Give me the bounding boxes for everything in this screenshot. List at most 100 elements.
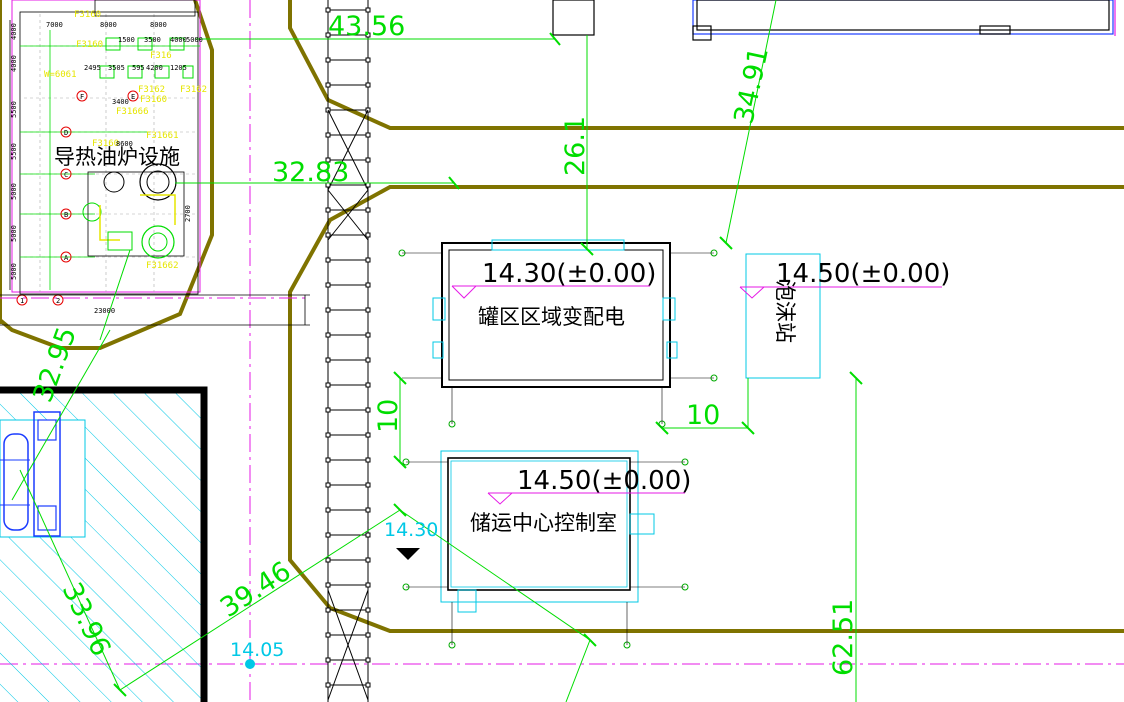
axis-markers	[398, 249, 718, 649]
dim-62-51: 62.51	[828, 599, 859, 676]
rack-node	[325, 257, 331, 263]
tag-2: F3160	[76, 40, 103, 50]
dim-small-13: 3400	[112, 98, 129, 106]
tag-3: F316	[150, 51, 172, 61]
rack-node	[325, 357, 331, 363]
spot-elevation-1405: 14.05	[230, 639, 284, 661]
dim-small-8: 2495	[84, 64, 101, 72]
axis-letter-e: E	[131, 93, 135, 101]
substation-label: 罐区区域变配电	[478, 305, 625, 329]
axis-letter-a: A	[64, 254, 69, 262]
rack-node	[325, 582, 331, 588]
dim-small-12: 1205	[170, 64, 187, 72]
foam-station-building	[739, 253, 942, 379]
rack-node	[365, 257, 371, 263]
dim-small-10: 595	[132, 64, 145, 72]
rack-node	[325, 382, 331, 388]
rack-node	[365, 407, 371, 413]
rack-node	[325, 557, 331, 563]
rack-node	[365, 382, 371, 388]
rack-node	[365, 482, 371, 488]
axis-letter-c: C	[64, 171, 68, 179]
dimension-lines	[11, 0, 863, 702]
rack-node	[365, 157, 371, 163]
dim-small-4: 1500	[118, 36, 135, 44]
tag-8: F31661	[146, 131, 179, 141]
dim-10-horizontal: 10	[686, 400, 720, 431]
spot-markers	[245, 548, 420, 669]
dim-small-19: 5000	[10, 183, 18, 200]
rack-node	[365, 357, 371, 363]
control-room-label: 储运中心控制室	[470, 511, 617, 535]
rack-node	[325, 482, 331, 488]
rack-node	[325, 607, 331, 613]
dim-43-56: 43.56	[328, 11, 405, 42]
rack-node	[325, 457, 331, 463]
rack-node	[365, 32, 371, 38]
dim-small-15: 2700	[184, 205, 192, 222]
rack-node	[325, 682, 331, 688]
rack-node	[365, 7, 371, 13]
dim-small-6: 3500	[144, 36, 161, 44]
dim-small-1: 7000	[46, 21, 63, 29]
rack-node	[365, 307, 371, 313]
axis-letter-d: D	[64, 129, 68, 137]
rack-node	[325, 232, 331, 238]
tag-1: F3160	[74, 10, 101, 20]
rack-node	[365, 607, 371, 613]
dim-small-14: 8600	[116, 140, 133, 148]
dim-small-7: 5000	[186, 36, 203, 44]
rack-node	[325, 332, 331, 338]
rack-node	[365, 557, 371, 563]
rack-node	[365, 532, 371, 538]
dim-small-22: 4000	[10, 55, 18, 72]
dim-10-vertical: 10	[373, 399, 404, 433]
rack-node	[325, 432, 331, 438]
heat-oil-unit-label: 导热油炉设施	[54, 145, 180, 169]
dim-small-17: 5500	[10, 101, 18, 118]
dim-small-2: 8000	[100, 21, 117, 29]
rack-node	[325, 207, 331, 213]
rack-node	[325, 507, 331, 513]
rack-node	[365, 332, 371, 338]
tag-5: F3160	[140, 95, 167, 105]
dim-small-16: 23000	[94, 307, 115, 315]
dim-small-23: 4000	[10, 23, 18, 40]
pipe-rack	[325, 0, 371, 702]
rack-node	[325, 632, 331, 638]
spot-elevation-1430: 14.30	[384, 519, 438, 541]
dim-39-46: 39.46	[215, 556, 297, 624]
foam-station-label: 泡沫站	[773, 280, 797, 343]
rack-node	[365, 432, 371, 438]
tag-10: F3160	[92, 139, 119, 149]
substation-building	[432, 239, 678, 388]
rack-node	[325, 132, 331, 138]
tag-6: F3162	[180, 85, 207, 95]
dim-small-21: 5000	[10, 263, 18, 280]
axis-number-1: 1	[20, 297, 24, 305]
dim-small-5: 4000	[170, 36, 187, 44]
control-room-building	[440, 450, 685, 613]
rack-node	[365, 507, 371, 513]
dim-small-9: 3505	[108, 64, 125, 72]
rack-node	[365, 682, 371, 688]
rack-node	[365, 282, 371, 288]
rack-node	[325, 532, 331, 538]
tag-11: W=6061	[44, 70, 77, 80]
rack-node	[365, 632, 371, 638]
rack-node	[365, 657, 371, 663]
rack-node	[365, 132, 371, 138]
rack-node	[325, 57, 331, 63]
axis-letter-b: B	[64, 211, 68, 219]
rack-node	[325, 32, 331, 38]
rack-node	[365, 232, 371, 238]
rack-node	[325, 82, 331, 88]
top-structures	[552, 0, 1116, 41]
dim-32-83: 32.83	[272, 157, 349, 188]
dim-small-18: 5500	[10, 143, 18, 160]
substation-elevation: 14.30(±0.00)	[482, 259, 656, 289]
foam-station-elevation: 14.50(±0.00)	[776, 259, 950, 289]
dim-small-3: 8000	[150, 21, 167, 29]
rack-node	[325, 7, 331, 13]
